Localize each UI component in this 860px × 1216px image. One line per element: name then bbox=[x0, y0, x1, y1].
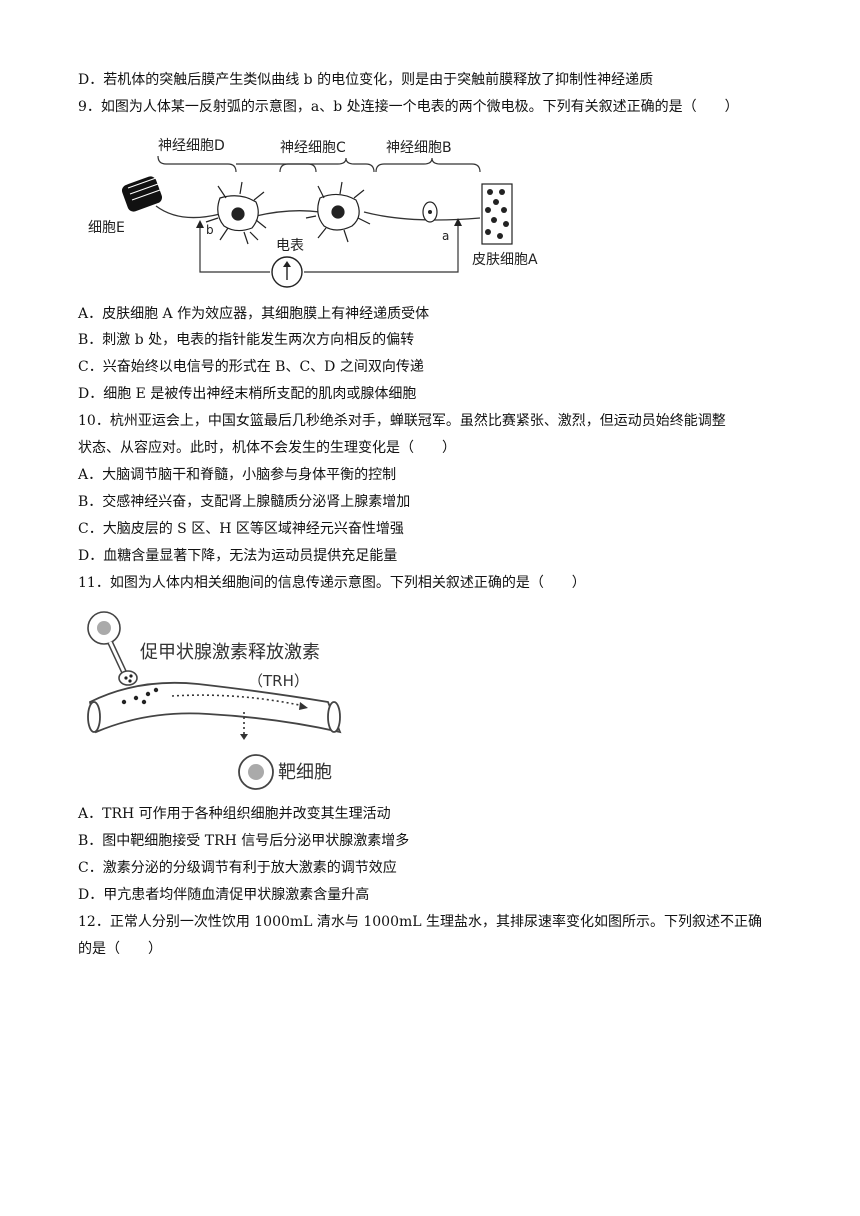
label-trh-hormone: 促甲状腺激素释放激素 bbox=[140, 642, 320, 663]
label-skin-cell-a: 皮肤细胞A bbox=[472, 252, 538, 268]
q11-option-d: D．甲亢患者均伴随血清促甲状腺激素含量升高 bbox=[78, 887, 370, 903]
trh-signaling-figure: 促甲状腺激素释放激素 （TRH） 靶细胞 bbox=[87, 611, 342, 790]
q10-stem-line1: 10．杭州亚运会上，中国女篮最后几秒绝杀对手，蝉联冠军。虽然比赛紧张、激烈，但运… bbox=[78, 413, 726, 429]
q11-option-b: B．图中靶细胞接受 TRH 信号后分泌甲状腺激素增多 bbox=[78, 833, 410, 849]
secreting-neuron-graphic bbox=[87, 611, 138, 686]
reflex-arc-figure: 神经细胞D 神经细胞C 神经细胞B 细胞E bbox=[88, 138, 538, 288]
label-point-b: b bbox=[206, 223, 214, 237]
q10-option-c: C．大脑皮层的 S 区、H 区等区域神经元兴奋性增强 bbox=[78, 521, 404, 537]
label-neuron-c: 神经细胞C bbox=[280, 140, 346, 156]
q9-option-d: D．细胞 E 是被传出神经末梢所支配的肌肉或腺体细胞 bbox=[78, 386, 417, 402]
skin-cell-a-graphic bbox=[481, 183, 513, 245]
q12-stem-line1: 12．正常人分别一次性饮用 1000mL 清水与 1000mL 生理盐水，其排尿… bbox=[78, 914, 763, 930]
q9-option-c: C．兴奋始终以电信号的形式在 B、C、D 之间双向传递 bbox=[78, 359, 424, 375]
q9-option-b: B．刺激 b 处，电表的指针能发生两次方向相反的偏转 bbox=[78, 332, 415, 348]
q10-option-d: D．血糖含量显著下降，无法为运动员提供充足能量 bbox=[78, 548, 398, 564]
q12-stem-line2: 的是（ ） bbox=[78, 941, 162, 957]
q10-option-a: A．大脑调节脑干和脊髓，小脑参与身体平衡的控制 bbox=[78, 467, 397, 483]
q10-stem-line2: 状态、从容应对。此时，机体不会发生的生理变化是（ ） bbox=[78, 440, 456, 456]
q8-option-d: D．若机体的突触后膜产生类似曲线 b 的电位变化，则是由于突触前膜释放了抑制性神… bbox=[78, 72, 654, 88]
label-meter: 电表 bbox=[276, 238, 304, 254]
neuron-d-graphic bbox=[205, 181, 267, 245]
q10-option-b: B．交感神经兴奋，支配肾上腺髓质分泌肾上腺素增加 bbox=[78, 494, 411, 510]
label-neuron-d: 神经细胞D bbox=[158, 138, 225, 154]
q9-option-a: A．皮肤细胞 A 作为效应器，其细胞膜上有神经递质受体 bbox=[78, 306, 430, 322]
q11-stem: 11．如图为人体内相关细胞间的信息传递示意图。下列相关叙述正确的是（ ） bbox=[78, 575, 586, 591]
blood-vessel-graphic bbox=[87, 681, 342, 736]
label-trh: （TRH） bbox=[248, 672, 309, 690]
label-target-cell: 靶细胞 bbox=[278, 762, 332, 783]
neuron-c-graphic bbox=[305, 181, 371, 243]
q11-option-c: C．激素分泌的分级调节有利于放大激素的调节效应 bbox=[78, 860, 397, 876]
q11-option-a: A．TRH 可作用于各种组织细胞并改变其生理活动 bbox=[78, 806, 391, 822]
cell-e-graphic bbox=[121, 176, 163, 212]
target-cell-graphic bbox=[238, 734, 274, 790]
label-neuron-b: 神经细胞B bbox=[386, 140, 452, 156]
label-cell-e: 细胞E bbox=[88, 220, 125, 236]
label-point-a: a bbox=[442, 229, 449, 243]
q9-stem: 9．如图为人体某一反射弧的示意图，a、b 处连接一个电表的两个微电极。下列有关叙… bbox=[78, 99, 739, 115]
